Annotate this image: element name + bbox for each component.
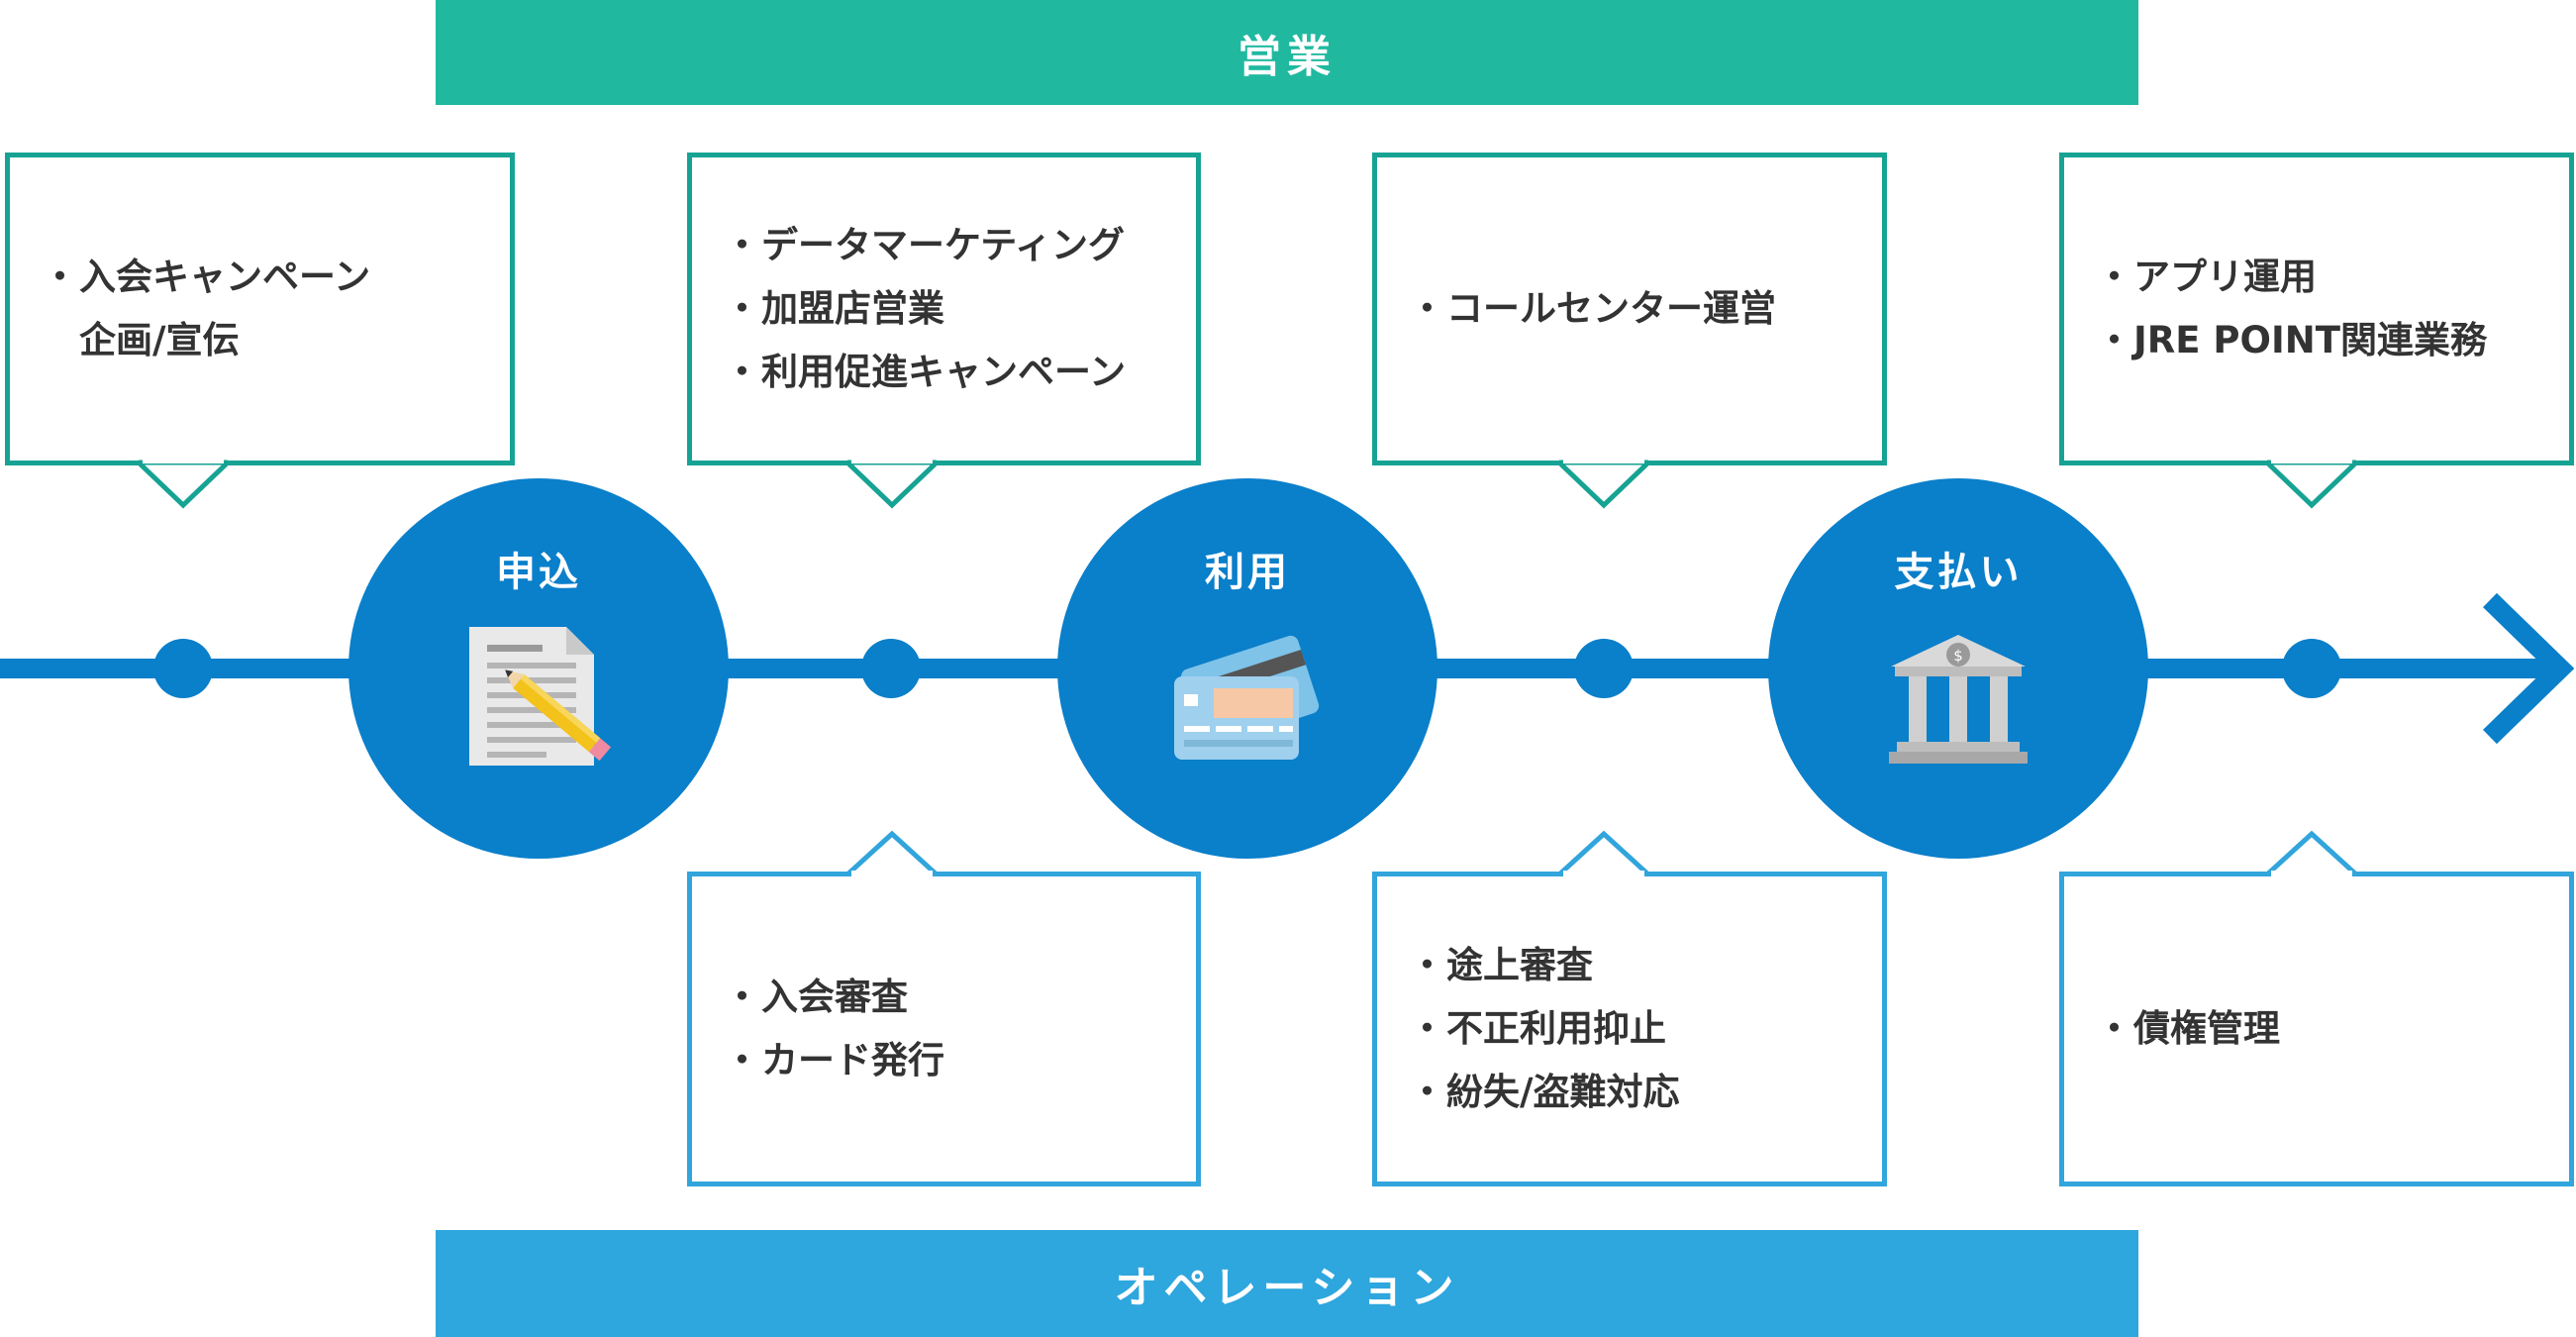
list-item: 不正利用抑止: [1409, 997, 1870, 1061]
stage-application: 申込: [348, 478, 729, 859]
list-item: 紛失/盗難対応: [1409, 1061, 1870, 1124]
list-item: アプリ運用: [2096, 246, 2557, 309]
operation-box-1-pointer: [847, 830, 937, 876]
operation-box-2-list: 途上審査 不正利用抑止 紛失/盗難対応: [1409, 934, 1870, 1124]
credit-card-icon: [1174, 635, 1320, 760]
list-item: 利用促進キャンペーン: [724, 341, 1184, 404]
timeline-node: [1574, 639, 1634, 698]
sales-box-3-list: コールセンター運営: [1409, 277, 1870, 341]
list-item: JRE POINT関連業務: [2096, 309, 2557, 372]
operation-box-3-pointer: [2267, 830, 2356, 876]
timeline-node: [153, 639, 213, 698]
stage-usage: 利用: [1057, 478, 1437, 859]
sales-box-2-list: データマーケティング 加盟店営業 利用促進キャンペーン: [724, 214, 1184, 404]
list-item: 途上審査: [1409, 934, 1870, 997]
timeline-node: [861, 639, 921, 698]
bank-icon: $: [1889, 635, 2028, 764]
operation-box-2: 途上審査 不正利用抑止 紛失/盗難対応: [1372, 872, 1887, 1186]
sales-box-4: アプリ運用 JRE POINT関連業務: [2059, 153, 2574, 465]
operation-band: オペレーション: [436, 1230, 2138, 1337]
sales-box-3-pointer: [1559, 458, 1648, 509]
sales-box-1-pointer: [139, 458, 228, 509]
list-item: 加盟店営業: [724, 277, 1184, 341]
sales-box-2: データマーケティング 加盟店営業 利用促進キャンペーン: [687, 153, 1201, 465]
operation-box-2-pointer: [1559, 830, 1648, 876]
stage-label: 申込: [496, 550, 581, 595]
stage-label: 利用: [1205, 550, 1290, 595]
list-item: カード発行: [724, 1029, 1184, 1092]
operation-box-1-list: 入会審査 カード発行: [724, 966, 1184, 1092]
list-item: データマーケティング: [724, 214, 1184, 277]
timeline-node: [2282, 639, 2341, 698]
sales-box-2-pointer: [847, 458, 937, 509]
list-item: 入会審査: [724, 966, 1184, 1029]
list-item: 債権管理: [2096, 997, 2557, 1061]
operation-box-3: 債権管理: [2059, 872, 2574, 1186]
stage-payment: 支払い $: [1768, 478, 2148, 859]
sales-box-4-pointer: [2267, 458, 2356, 509]
stage-label: 支払い: [1894, 550, 2023, 595]
sales-band: 営業: [436, 0, 2138, 105]
application-document-icon: [469, 627, 612, 766]
sales-box-3: コールセンター運営: [1372, 153, 1887, 465]
svg-text:$: $: [1953, 647, 1963, 665]
timeline-arrowhead-icon: [2483, 592, 2575, 745]
sales-box-4-list: アプリ運用 JRE POINT関連業務: [2096, 246, 2557, 372]
list-item: コールセンター運営: [1409, 277, 1870, 341]
operation-box-3-list: 債権管理: [2096, 997, 2557, 1061]
operation-box-1: 入会審査 カード発行: [687, 872, 1201, 1186]
